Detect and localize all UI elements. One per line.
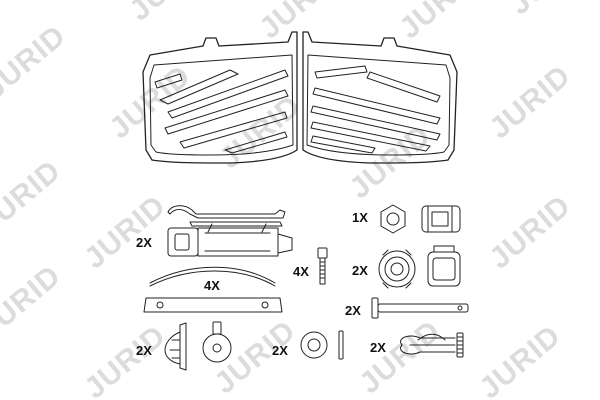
- washer-part: [300, 330, 344, 360]
- sensor-plug-part: [378, 249, 416, 289]
- brake-pad-pair: [142, 31, 458, 164]
- cap-part: [202, 321, 232, 363]
- bolt-part: [317, 247, 328, 285]
- sensor-housing-part: [427, 245, 461, 287]
- watermark-text: JURID: [483, 59, 577, 145]
- boot-part: [164, 322, 187, 371]
- spring-clip-qty-label: 2X: [136, 235, 152, 250]
- watermark-text: JURID: [353, 314, 447, 400]
- watermark-text: JURID: [0, 154, 67, 240]
- washer-qty-label: 2X: [272, 343, 288, 358]
- watermark-text: JURID: [503, 0, 597, 21]
- brake-pad-left-backing: [142, 31, 298, 164]
- nut-part: [380, 204, 406, 234]
- watermark-text: JURID: [78, 319, 172, 400]
- left-pad-grooves: [154, 69, 289, 154]
- retaining-spring-plate-part: [143, 266, 283, 313]
- split-pin-part: [400, 332, 464, 358]
- pin-qty-label: 2X: [345, 303, 361, 318]
- retaining-plate-qty-label: 4X: [204, 278, 220, 293]
- bolt-qty-label: 4X: [293, 264, 309, 279]
- spring-clip-part: [167, 205, 293, 257]
- pin-part: [371, 297, 469, 319]
- brake-pad-right-backing: [302, 31, 458, 164]
- watermark-text: JURID: [483, 189, 577, 275]
- watermark-text: JURID: [253, 0, 347, 45]
- brake-pad-left-friction: [149, 54, 294, 156]
- brake-pad-right-friction: [306, 54, 451, 156]
- right-pad-grooves: [310, 65, 441, 154]
- sensor-plug-qty-label: 2X: [352, 263, 368, 278]
- watermark-text: JURID: [123, 0, 217, 27]
- sensor-connector-part: [421, 205, 461, 233]
- watermark-text: JURID: [0, 259, 67, 345]
- cap-qty-label: 2X: [136, 343, 152, 358]
- watermark-text: JURID: [208, 314, 302, 400]
- watermark-text: JURID: [0, 19, 72, 105]
- watermark-text: JURID: [473, 319, 567, 400]
- nut-qty-label: 1X: [352, 210, 368, 225]
- watermark-text: JURID: [78, 189, 172, 275]
- split-pin-qty-label: 2X: [370, 340, 386, 355]
- watermark-text: JURID: [393, 0, 487, 45]
